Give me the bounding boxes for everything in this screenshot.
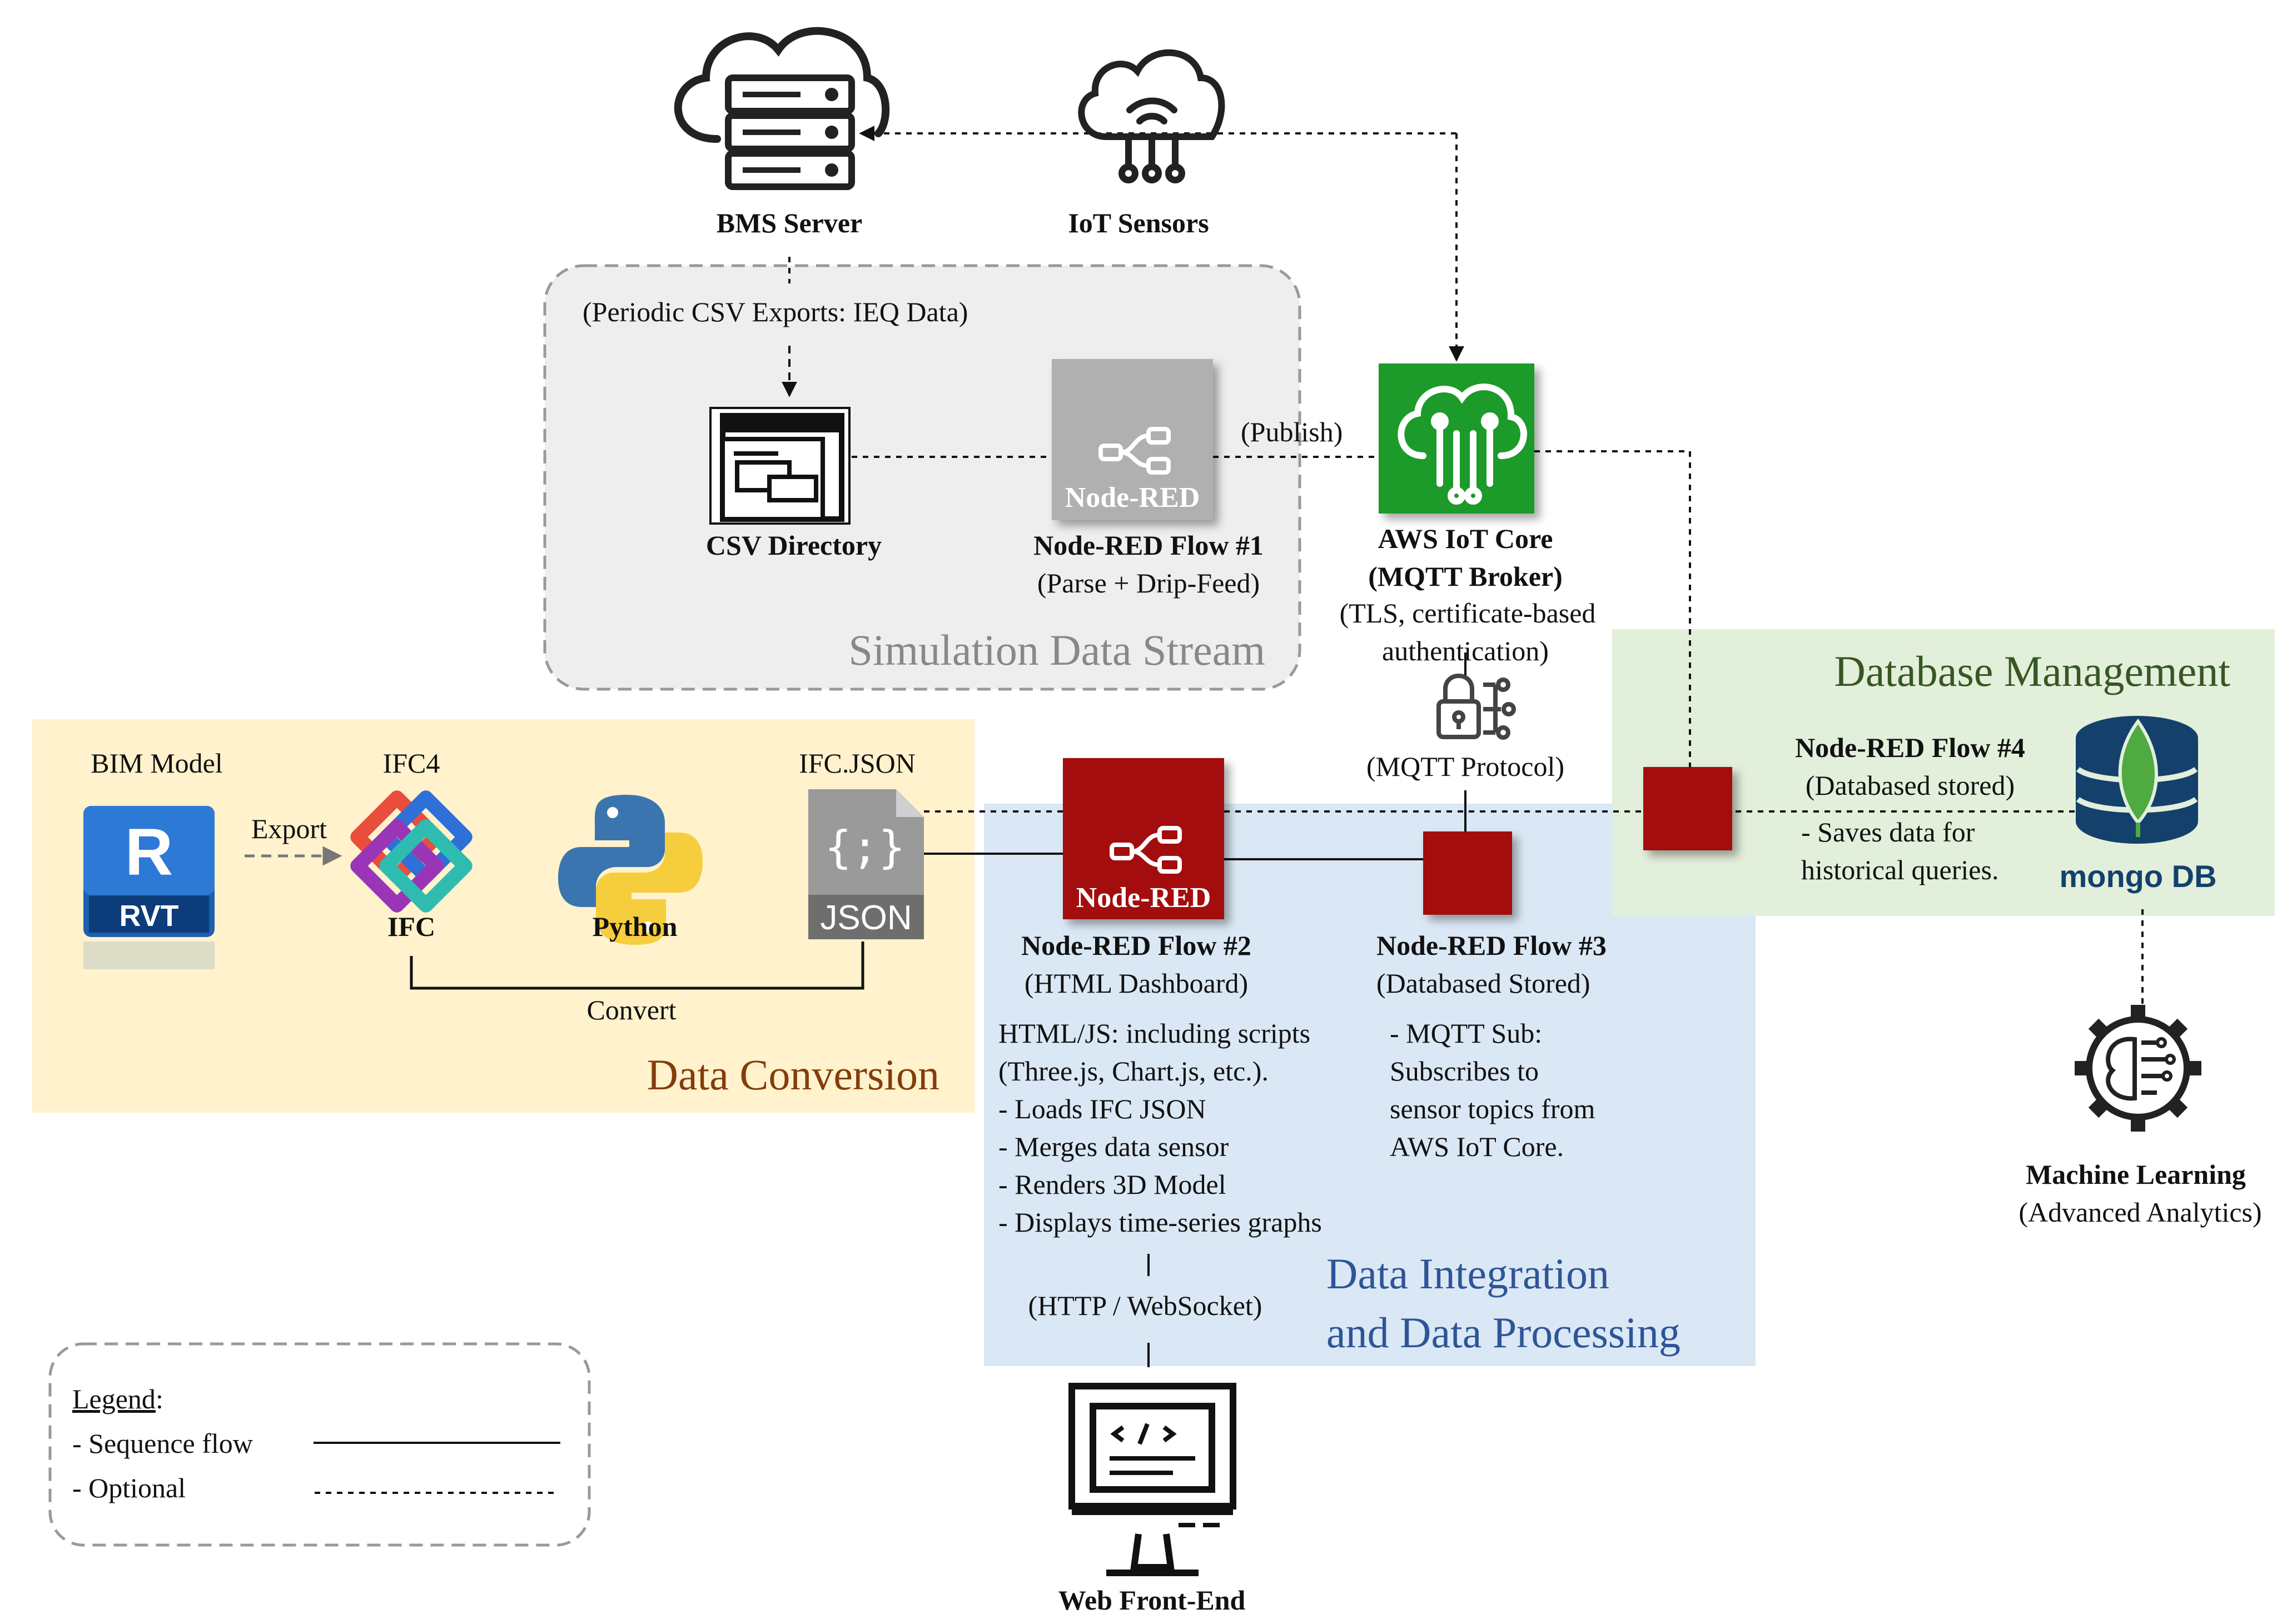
aws-to-flow4-line (1534, 450, 1691, 767)
aws-note-line2: authentication) (1382, 635, 1549, 666)
publish-label: (Publish) (1241, 416, 1343, 447)
bim-model-label: BIM Model (91, 748, 223, 779)
csv-export-note: (Periodic CSV Exports: IEQ Data) (583, 296, 968, 327)
flow2-description: HTML/JS: including scripts (Three.js, Ch… (998, 1018, 1322, 1238)
aws-iot-icon (1379, 363, 1534, 514)
legend-title: Legend: (72, 1383, 163, 1414)
iot-cloud-icon (1078, 49, 1225, 183)
ifc-logo-icon (350, 790, 473, 913)
nodered-logo-text: Node-RED (1065, 482, 1200, 514)
legend-title-colon: : (156, 1383, 163, 1414)
flow3-title: Node-RED Flow #3 (1376, 930, 1607, 961)
http-websocket-label: (HTTP / WebSocket) (1028, 1290, 1262, 1321)
revit-letter: R (125, 815, 173, 889)
cloud-server-icon (674, 27, 890, 190)
monitor-code-icon (1068, 1383, 1236, 1576)
json-text: JSON (820, 899, 912, 937)
flow2-subtitle: (HTML Dashboard) (1025, 968, 1248, 999)
flow3-node (1423, 831, 1512, 915)
flow4-desc-line: - Saves data for (1801, 816, 1975, 848)
flow2-desc-line: - Loads IFC JSON (998, 1093, 1206, 1124)
ifc-label: IFC (387, 911, 435, 942)
flow1-title: Node-RED Flow #1 (1033, 530, 1264, 561)
iot-sensors-label: IoT Sensors (1068, 207, 1209, 238)
database-panel-title: Database Management (1834, 647, 2230, 695)
flow3-desc-line: Subscribes to (1390, 1055, 1539, 1087)
json-file-icon: {;} JSON (808, 789, 924, 939)
python-icon (558, 795, 703, 945)
folder-window-icon (709, 407, 851, 525)
mongodb-text: mongo DB (2059, 859, 2216, 894)
bms-server-label: BMS Server (717, 207, 862, 238)
brain-gear-icon (2075, 1005, 2201, 1132)
ifc4-label: IFC4 (383, 748, 440, 779)
flow2-title: Node-RED Flow #2 (1021, 930, 1251, 961)
flow3-desc-line: - MQTT Sub: (1390, 1018, 1542, 1049)
flow4-node (1643, 767, 1732, 850)
flow4-desc-line: historical queries. (1801, 854, 1998, 885)
flow2-desc-line: - Displays time-series graphs (998, 1207, 1322, 1238)
flow2-desc-line: (Three.js, Chart.js, etc.). (998, 1055, 1269, 1087)
json-glyph: {;} (825, 821, 906, 873)
integration-panel-title-2: and Data Processing (1326, 1308, 1681, 1357)
legend-sequence-label: - Sequence flow (72, 1428, 253, 1459)
mongodb-icon (2076, 716, 2198, 844)
python-label: Python (593, 911, 678, 942)
ml-title: Machine Learning (2026, 1159, 2246, 1190)
flow2-desc-line: - Merges data sensor (998, 1131, 1229, 1162)
lock-icon (1436, 674, 1516, 740)
csv-directory-label: CSV Directory (706, 530, 882, 561)
legend-title-word: Legend (72, 1383, 156, 1414)
aws-title-line1: AWS IoT Core (1378, 523, 1553, 554)
flow4-subtitle: (Databased stored) (1806, 770, 2015, 801)
nodered-flow2-icon: Node-RED (1063, 758, 1224, 919)
simulation-panel-title: Simulation Data Stream (848, 626, 1265, 674)
revit-text: RVT (119, 899, 178, 933)
flow3-desc-line: AWS IoT Core. (1390, 1131, 1564, 1162)
flow4-title: Node-RED Flow #4 (1795, 732, 2025, 763)
flow2-desc-line: - Renders 3D Model (998, 1169, 1226, 1200)
ml-subtitle: (Advanced Analytics) (2018, 1197, 2261, 1228)
flow3-desc-line: sensor topics from (1390, 1093, 1595, 1124)
nodered-flow1-icon: Node-RED (1052, 359, 1213, 520)
nodered-logo-text-2: Node-RED (1076, 882, 1211, 914)
flow3-description: - MQTT Sub: Subscribes to sensor topics … (1390, 1018, 1595, 1162)
revit-icon: R RVT (83, 806, 215, 969)
web-frontend-label: Web Front-End (1058, 1585, 1246, 1616)
ifc-json-label: IFC.JSON (799, 748, 916, 779)
aws-title-line2: (MQTT Broker) (1368, 561, 1563, 592)
export-label: Export (251, 813, 327, 844)
mqtt-protocol-label: (MQTT Protocol) (1366, 751, 1564, 782)
flow1-subtitle: (Parse + Drip-Feed) (1037, 567, 1260, 599)
legend-box (48, 1342, 591, 1547)
convert-bracket (410, 941, 864, 990)
integration-panel-title-1: Data Integration (1326, 1249, 1609, 1298)
conversion-panel-title: Data Conversion (647, 1050, 939, 1099)
aws-note-line1: (TLS, certificate-based (1340, 597, 1596, 629)
convert-label: Convert (586, 994, 676, 1025)
legend-optional-label: - Optional (72, 1472, 186, 1503)
flow2-desc-line: HTML/JS: including scripts (998, 1018, 1310, 1049)
flow3-subtitle: (Databased Stored) (1376, 968, 1590, 999)
